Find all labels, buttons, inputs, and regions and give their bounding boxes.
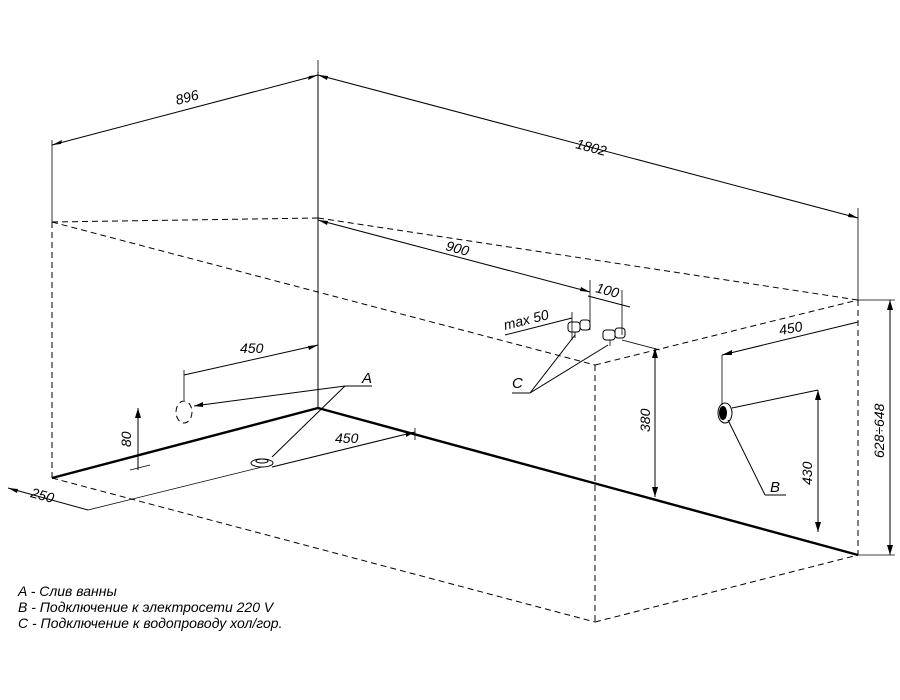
bottom-front-edge	[51, 477, 596, 623]
bottom-right-edge	[594, 554, 859, 623]
dim-drain-side-label: 250	[28, 484, 56, 506]
top-rim-back-left	[51, 217, 319, 223]
dim-max50: max 50	[502, 306, 573, 340]
callout-b: B	[770, 479, 780, 496]
legend-item-b: B - Подключение к электросети 220 V	[18, 599, 275, 615]
electric-outlet: B 430	[717, 355, 821, 532]
legend: A - Слив ванны B - Подключение к электро…	[17, 583, 282, 631]
dim-mixer-offset-label: 900	[444, 237, 471, 259]
callout-a: A	[361, 370, 372, 387]
drain: A	[175, 370, 372, 468]
top-rim-front	[51, 221, 596, 366]
floor-wall-left	[51, 406, 319, 480]
dim-pipe-spacing-label: 100	[594, 279, 621, 301]
dim-100: 100	[587, 279, 631, 335]
dim-450-floor: 450	[271, 428, 416, 468]
top-rim-back	[317, 217, 859, 301]
overflow-icon	[175, 400, 193, 424]
dim-pipe-max-label: max 50	[502, 306, 551, 333]
dim-896: 896	[51, 60, 319, 222]
dim-outlet-height-label: 430	[799, 461, 815, 485]
dim-drain-from-edge-label: 450	[240, 340, 264, 356]
legend-item-c: C - Подключение к водопроводу хол/гор.	[18, 615, 282, 631]
dim-leg-range: 628÷648	[858, 299, 895, 556]
top-rim-right	[594, 299, 859, 366]
dim-1802: 1802	[317, 74, 859, 300]
cold-pipe-icon	[567, 321, 581, 333]
dim-450-left: 450	[183, 340, 319, 400]
dim-380: 380	[621, 339, 661, 497]
legend-item-a: A - Слив ванны	[17, 583, 117, 599]
dim-drain-along-label: 450	[335, 430, 359, 446]
dim-width-label: 896	[174, 86, 201, 108]
dim-pipe-height-label: 380	[637, 408, 653, 432]
water-pipes: C	[512, 319, 626, 394]
bathtub-outline	[51, 72, 859, 623]
dim-outlet-offset-label: 450	[778, 318, 804, 338]
dim-leg-range-label: 628÷648	[871, 403, 887, 458]
dim-80: 80	[118, 408, 151, 471]
outlet-icon	[717, 402, 733, 424]
dim-drain-height-label: 80	[118, 431, 134, 447]
callout-c: C	[512, 375, 523, 392]
hot-pipe-icon	[602, 329, 616, 341]
dim-450-right: 450	[721, 318, 859, 356]
dim-250: 250	[7, 466, 263, 511]
dim-900: 900	[317, 219, 591, 330]
dim-length-label: 1802	[574, 135, 608, 159]
